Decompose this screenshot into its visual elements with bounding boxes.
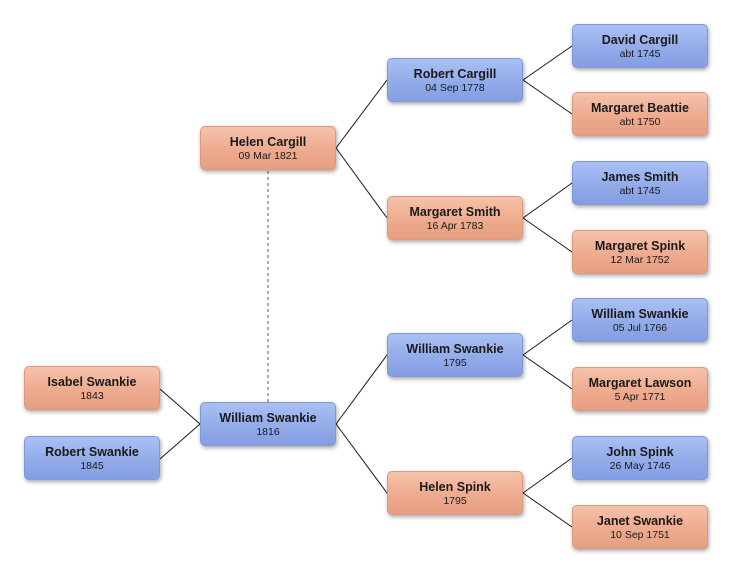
person-name: Helen Spink bbox=[419, 479, 491, 494]
person-date: abt 1745 bbox=[619, 184, 661, 197]
connector-line bbox=[522, 319, 573, 356]
person-name: Robert Swankie bbox=[45, 444, 139, 459]
person-name: John Spink bbox=[606, 444, 674, 459]
person-name: William Swankie bbox=[591, 306, 689, 321]
connector-line bbox=[522, 492, 573, 528]
connector-line bbox=[522, 457, 573, 494]
person-name: Robert Cargill bbox=[413, 66, 497, 81]
person-name: Margaret Spink bbox=[594, 238, 686, 253]
person-card-helen-spink[interactable]: Helen Spink 1795 bbox=[387, 471, 523, 515]
person-card-margaret-spink[interactable]: Margaret Spink 12 Mar 1752 bbox=[572, 230, 708, 274]
person-card-david-cargill[interactable]: David Cargill abt 1745 bbox=[572, 24, 708, 68]
person-card-janet-swankie[interactable]: Janet Swankie 10 Sep 1751 bbox=[572, 505, 708, 549]
person-name: Margaret Beattie bbox=[591, 100, 689, 115]
connector-line bbox=[335, 354, 388, 425]
person-card-margaret-beattie[interactable]: Margaret Beattie abt 1750 bbox=[572, 92, 708, 136]
connector-line bbox=[159, 423, 201, 460]
connector-line bbox=[335, 423, 388, 494]
person-card-william-swankie-grandfather[interactable]: William Swankie 05 Jul 1766 bbox=[572, 298, 708, 342]
person-card-robert-cargill[interactable]: Robert Cargill 04 Sep 1778 bbox=[387, 58, 523, 102]
person-date: 16 Apr 1783 bbox=[426, 219, 484, 232]
person-name: Helen Cargill bbox=[229, 134, 307, 149]
person-date: 1816 bbox=[256, 425, 280, 438]
person-date: 04 Sep 1778 bbox=[425, 81, 485, 94]
person-date: 1795 bbox=[443, 356, 467, 369]
connector-line bbox=[159, 388, 201, 425]
person-card-william-swankie-root[interactable]: William Swankie 1816 bbox=[200, 402, 336, 446]
connector-line bbox=[522, 354, 573, 390]
person-date: 05 Jul 1766 bbox=[612, 321, 668, 334]
person-card-john-spink[interactable]: John Spink 26 May 1746 bbox=[572, 436, 708, 480]
person-date: 1845 bbox=[80, 459, 104, 472]
person-date: 1795 bbox=[443, 494, 467, 507]
person-card-margaret-smith[interactable]: Margaret Smith 16 Apr 1783 bbox=[387, 196, 523, 240]
connector-line bbox=[335, 79, 388, 149]
person-name: Janet Swankie bbox=[596, 513, 684, 528]
person-name: William Swankie bbox=[219, 410, 317, 425]
person-date: abt 1745 bbox=[619, 47, 661, 60]
person-date: 26 May 1746 bbox=[609, 459, 671, 472]
connector-line bbox=[522, 217, 573, 253]
person-name: David Cargill bbox=[601, 32, 679, 47]
person-date: 10 Sep 1751 bbox=[610, 528, 670, 541]
person-date: abt 1750 bbox=[619, 115, 661, 128]
person-card-isabel-swankie[interactable]: Isabel Swankie 1843 bbox=[24, 366, 160, 410]
person-card-helen-cargill[interactable]: Helen Cargill 09 Mar 1821 bbox=[200, 126, 336, 170]
person-date: 12 Mar 1752 bbox=[610, 253, 670, 266]
person-name: Margaret Lawson bbox=[588, 375, 692, 390]
person-card-robert-swankie[interactable]: Robert Swankie 1845 bbox=[24, 436, 160, 480]
person-name: Isabel Swankie bbox=[47, 374, 137, 389]
connector-line bbox=[335, 147, 388, 219]
connector-line bbox=[522, 182, 573, 219]
person-date: 5 Apr 1771 bbox=[614, 390, 666, 403]
connector-line bbox=[522, 79, 573, 115]
person-name: William Swankie bbox=[406, 341, 504, 356]
person-date: 1843 bbox=[80, 389, 104, 402]
connector-line bbox=[522, 45, 573, 81]
person-card-margaret-lawson[interactable]: Margaret Lawson 5 Apr 1771 bbox=[572, 367, 708, 411]
person-name: James Smith bbox=[601, 169, 679, 184]
person-card-james-smith[interactable]: James Smith abt 1745 bbox=[572, 161, 708, 205]
person-card-william-swankie-father[interactable]: William Swankie 1795 bbox=[387, 333, 523, 377]
person-name: Margaret Smith bbox=[409, 204, 501, 219]
person-date: 09 Mar 1821 bbox=[238, 149, 298, 162]
